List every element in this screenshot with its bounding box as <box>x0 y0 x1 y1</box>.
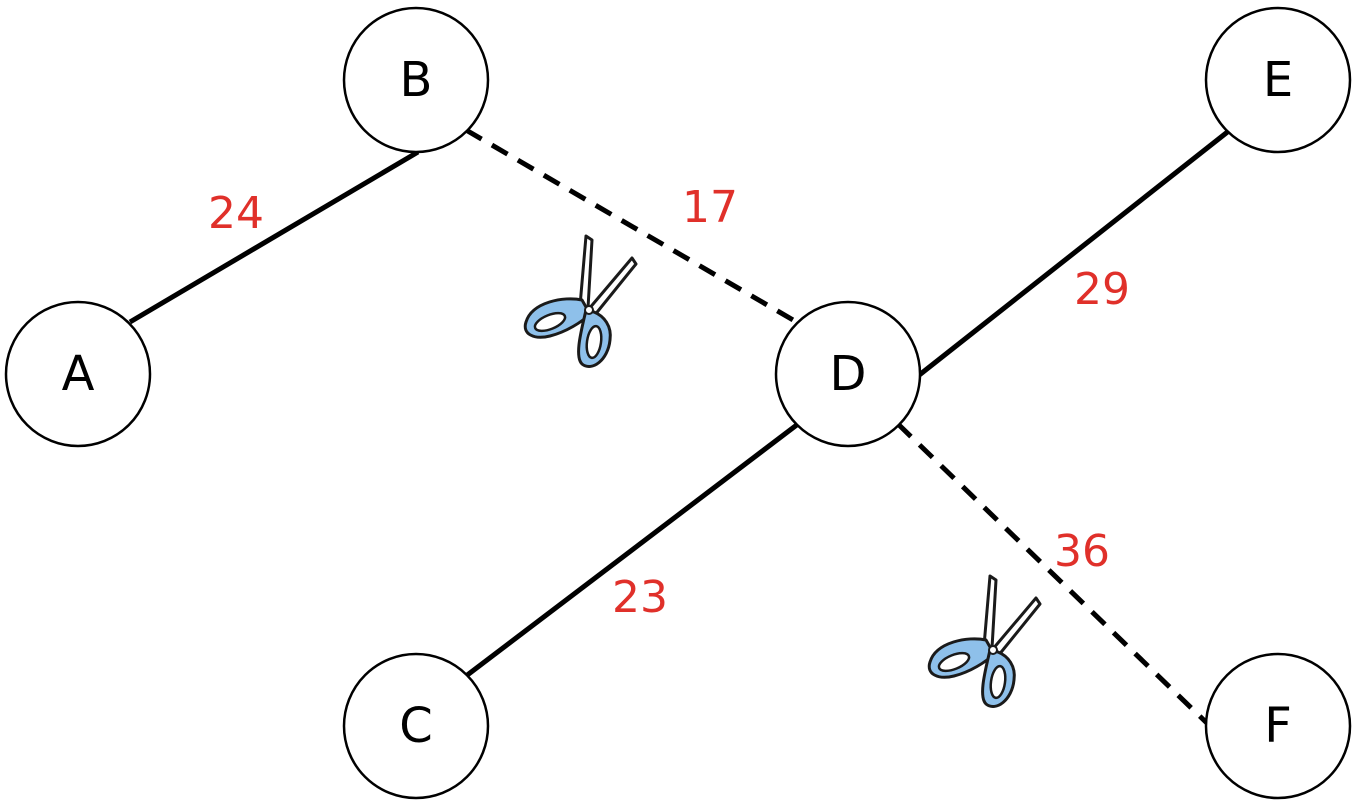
node-d: D <box>774 300 922 448</box>
edge-c-d <box>464 422 800 678</box>
weight-c-d: 23 <box>612 572 668 623</box>
edge-b-d <box>464 127 802 327</box>
scissors-icon <box>927 574 1042 709</box>
scissors-icon <box>523 234 638 369</box>
edge-weights: 24 17 29 23 36 <box>208 182 1130 623</box>
edge-a-b <box>128 149 420 325</box>
node-label: B <box>400 52 433 108</box>
node-label: F <box>1264 698 1292 754</box>
edges <box>128 127 1232 730</box>
node-c: C <box>342 652 490 800</box>
weight-d-f: 36 <box>1054 526 1110 577</box>
node-e: E <box>1204 6 1352 154</box>
weight-d-e: 29 <box>1074 264 1130 315</box>
node-f: F <box>1204 652 1352 800</box>
weight-b-d: 17 <box>682 182 738 233</box>
node-label: E <box>1263 52 1293 108</box>
node-a: A <box>4 300 152 448</box>
node-label: D <box>830 346 867 402</box>
edge-d-e <box>916 128 1232 378</box>
node-label: C <box>399 698 433 754</box>
node-b: B <box>342 6 490 154</box>
nodes: A B C D E F <box>4 6 1352 800</box>
edge-d-f <box>896 422 1214 730</box>
node-label: A <box>62 346 95 402</box>
weight-a-b: 24 <box>208 188 264 239</box>
